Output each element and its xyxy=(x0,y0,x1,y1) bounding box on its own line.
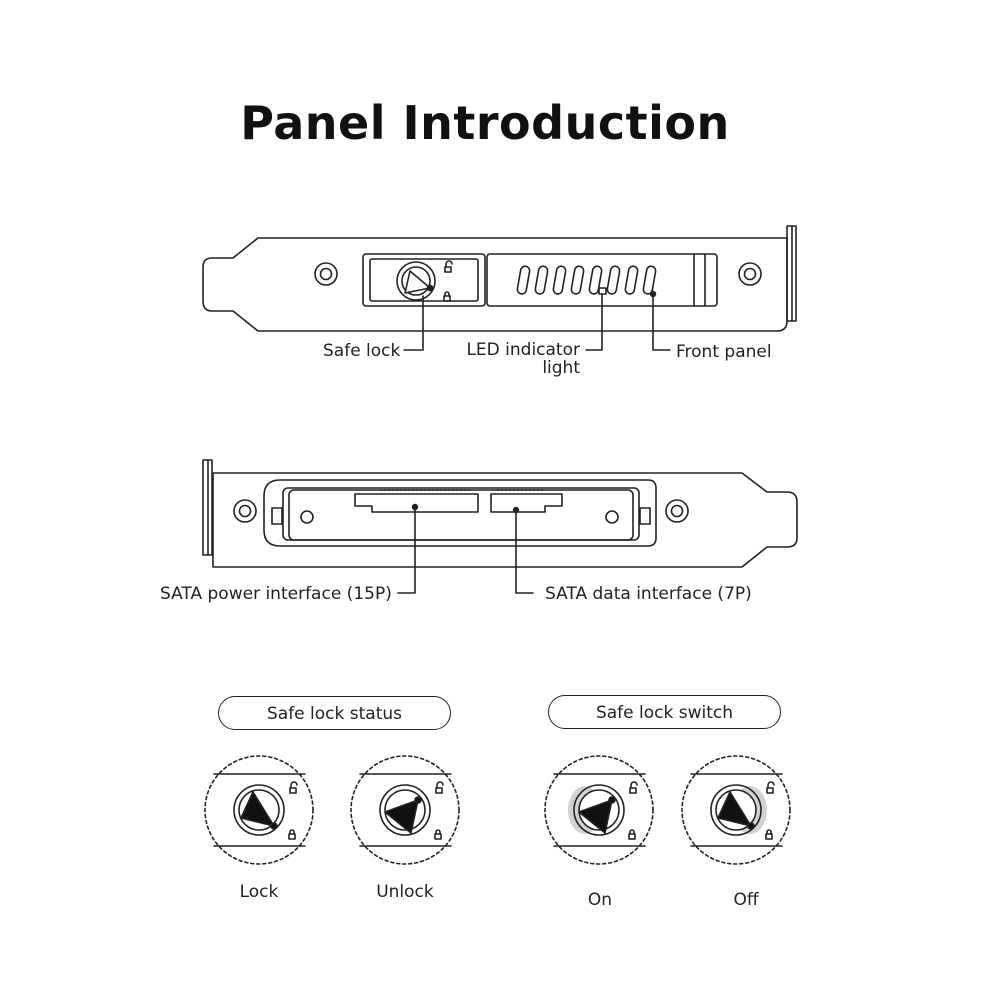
drive-frame-outer xyxy=(263,479,657,547)
caption-unlock: Unlock xyxy=(376,882,434,902)
front-bracket xyxy=(202,225,797,351)
callout-sata-data: SATA data interface (7P) xyxy=(545,584,752,604)
caption-on: On xyxy=(587,890,613,910)
callout-led-line1: LED indicator xyxy=(466,340,580,360)
switch-on-icon xyxy=(544,755,654,865)
led-indicator-light xyxy=(598,287,607,295)
front-bracket-outline xyxy=(202,237,788,332)
safe-lock-switch-heading: Safe lock switch xyxy=(548,695,781,729)
rear-bracket-outline xyxy=(212,472,798,568)
leader-safe-lock xyxy=(403,295,424,351)
screw-hole-right xyxy=(738,262,762,286)
page-title: Panel Introduction xyxy=(240,96,730,150)
caption-lock: Lock xyxy=(239,882,279,902)
rear-screw-hole-left xyxy=(233,499,257,523)
leader-sata-data xyxy=(515,509,534,594)
caption-off: Off xyxy=(733,890,759,910)
unlock-state-icon xyxy=(350,755,460,865)
drive-body xyxy=(282,487,640,541)
leader-led xyxy=(585,293,603,351)
sata-power-connector xyxy=(354,493,479,513)
lock-state-icon xyxy=(204,755,314,865)
callout-safe-lock: Safe lock xyxy=(323,341,401,361)
screw-hole-left xyxy=(314,262,338,286)
leader-sata-power xyxy=(397,506,416,594)
rear-screw-hole-right xyxy=(665,499,689,523)
unlock-symbol-icon xyxy=(444,260,453,273)
leader-front-panel xyxy=(652,293,671,351)
switch-off-icon xyxy=(681,755,791,865)
vent-slots xyxy=(516,265,657,295)
rear-bracket xyxy=(202,459,798,594)
lock-symbol-icon xyxy=(443,291,451,302)
safe-lock-status-heading: Safe lock status xyxy=(218,696,451,730)
lock-module xyxy=(362,253,486,307)
callout-front-panel: Front panel xyxy=(676,342,772,362)
sata-data-connector xyxy=(490,493,563,513)
callout-sata-power: SATA power interface (15P) xyxy=(160,584,392,604)
callout-led-line2: light xyxy=(542,358,580,378)
safe-lock-knob xyxy=(396,261,436,301)
